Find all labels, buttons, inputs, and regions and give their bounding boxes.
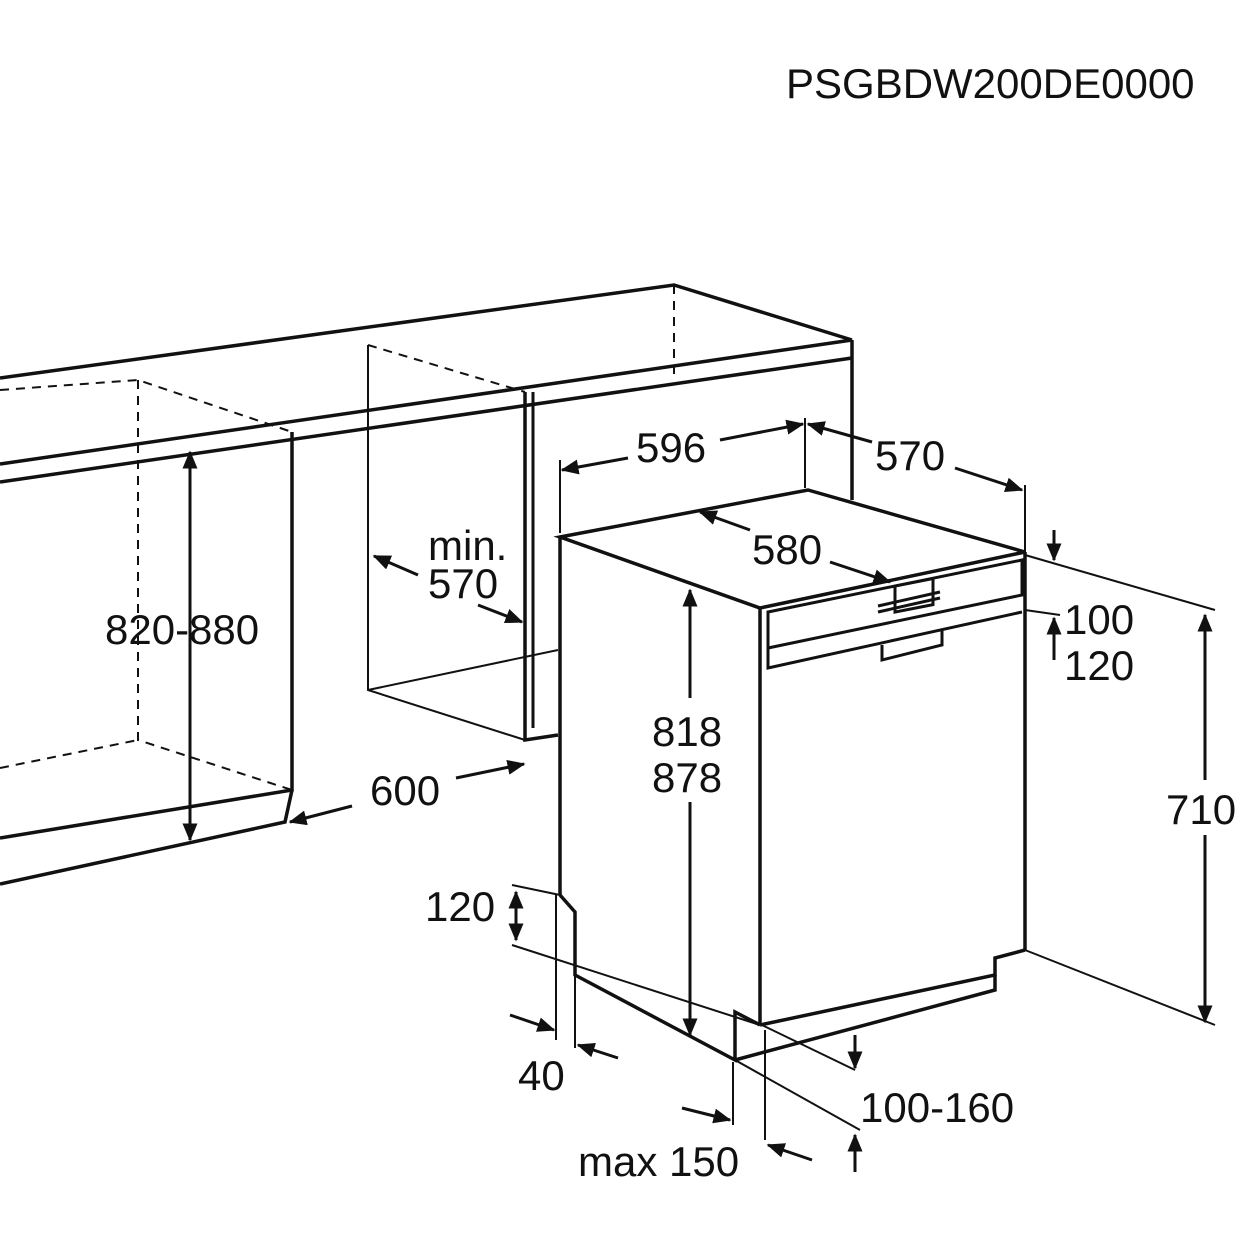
- label-plinth-gap: 100-160: [860, 1084, 1014, 1131]
- label-appliance-width: 596: [636, 424, 706, 471]
- label-panel-offset-b: 120: [1064, 642, 1134, 689]
- label-appliance-depth: 570: [875, 432, 945, 479]
- label-top-depth: 580: [752, 526, 822, 573]
- label-plinth-height: 120: [425, 883, 495, 930]
- dimension-lines: [182, 418, 1216, 1172]
- label-niche-width: 600: [370, 767, 440, 814]
- label-niche-depth-value: 570: [428, 560, 498, 607]
- label-niche-height: 820-880: [105, 606, 259, 653]
- dishwasher: [553, 488, 1027, 1063]
- label-panel-offset-a: 100: [1064, 596, 1134, 643]
- label-appliance-height-a: 818: [652, 708, 722, 755]
- label-door-height: 710: [1166, 786, 1236, 833]
- worktop-cabinets: [0, 283, 854, 886]
- label-niche-depth-min: min.: [428, 522, 507, 569]
- label-plinth-max: max 150: [578, 1138, 739, 1185]
- label-appliance-height-b: 878: [652, 754, 722, 801]
- label-plinth-recess: 40: [518, 1052, 565, 1099]
- model-code: PSGBDW200DE0000: [786, 60, 1195, 107]
